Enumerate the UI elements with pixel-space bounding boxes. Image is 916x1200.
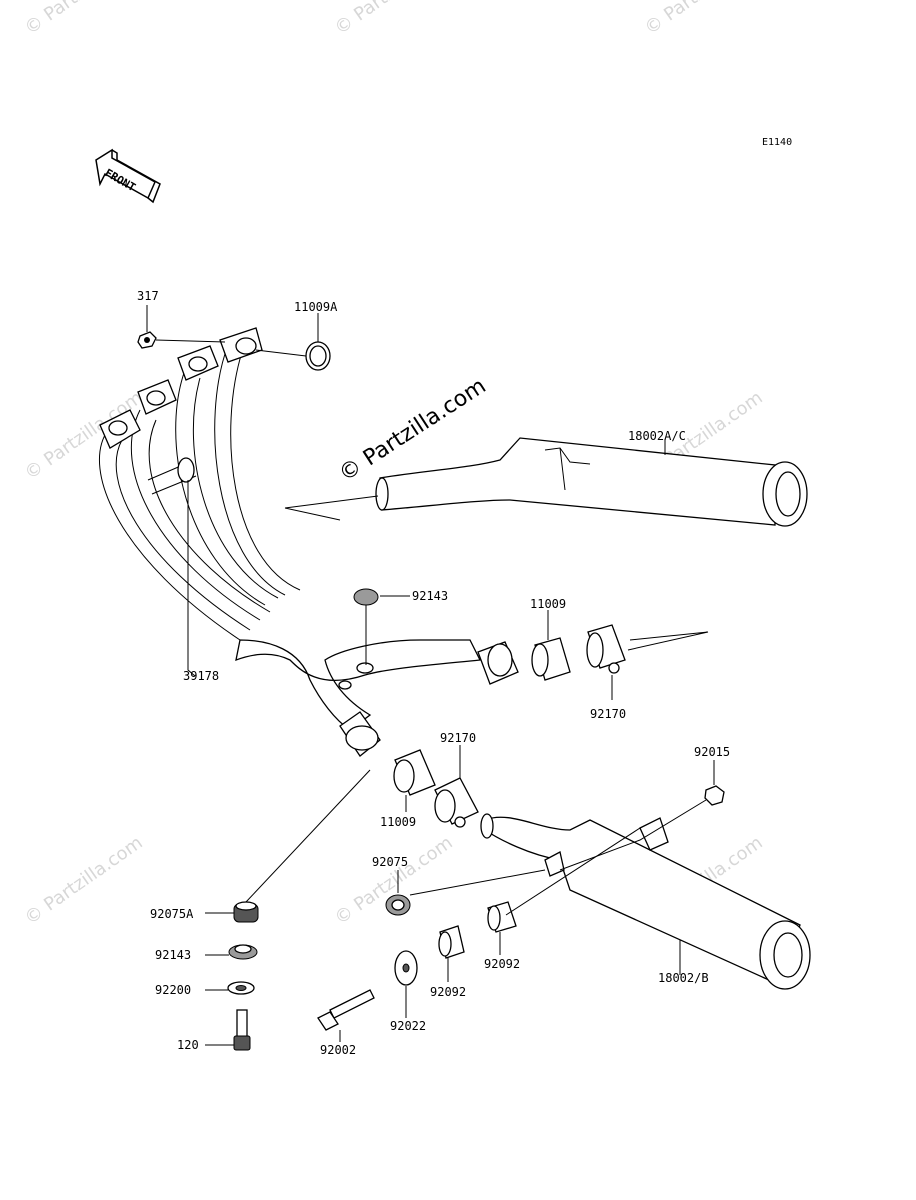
part-label-92002[interactable]: 92002 — [320, 1043, 356, 1057]
watermark: © Partzilla.com — [21, 0, 147, 39]
part-label-92170-right[interactable]: 92170 — [590, 707, 626, 721]
watermark: © Partzilla.com — [21, 832, 147, 929]
clamp-92170-mid-icon[interactable] — [434, 777, 479, 828]
collar-92143-icon[interactable] — [228, 944, 258, 960]
damper-92092-left-icon[interactable] — [438, 925, 465, 959]
part-label-92092-left[interactable]: 92092 — [430, 985, 466, 999]
part-label-92075[interactable]: 92075 — [372, 855, 408, 869]
cap-92143-icon[interactable] — [353, 588, 379, 606]
watermark: © Partzilla.com — [331, 0, 457, 39]
part-label-92170-mid[interactable]: 92170 — [440, 731, 476, 745]
muffler-upper[interactable] — [284, 437, 808, 527]
gasket-11009-mid-icon[interactable] — [393, 749, 436, 796]
watermark: © Partzilla.com — [641, 0, 767, 39]
part-label-92143-bottom[interactable]: 92143 — [155, 948, 191, 962]
clamp-92170-right-icon[interactable] — [586, 624, 626, 674]
part-label-92022[interactable]: 92022 — [390, 1019, 426, 1033]
front-arrow-icon: FRONT — [95, 148, 161, 204]
part-label-39178[interactable]: 39178 — [183, 669, 219, 683]
header-pipe-assembly[interactable] — [99, 327, 519, 757]
part-label-11009-mid[interactable]: 11009 — [380, 815, 416, 829]
damper-92092-right-icon[interactable] — [487, 901, 517, 933]
washer-92022-icon[interactable] — [394, 950, 418, 986]
leader-lines — [146, 305, 715, 1046]
part-label-92092-right[interactable]: 92092 — [484, 957, 520, 971]
washer-92200-icon[interactable] — [227, 981, 255, 995]
gasket-11009-right-icon[interactable] — [531, 637, 571, 681]
part-label-18002B[interactable]: 18002/B — [658, 971, 709, 985]
part-label-92200[interactable]: 92200 — [155, 983, 191, 997]
part-label-317[interactable]: 317 — [137, 289, 159, 303]
bolt-120-icon[interactable] — [233, 1009, 251, 1051]
nut-317-icon[interactable] — [137, 331, 157, 349]
nut-92015-icon[interactable] — [704, 785, 725, 806]
part-labels: 317 11009A 18002A/C 92143 11009 39178 92… — [137, 289, 730, 1057]
grommet-92075-icon[interactable] — [385, 894, 411, 916]
part-label-18002AC[interactable]: 18002A/C — [628, 429, 686, 443]
part-label-92075A[interactable]: 92075A — [150, 907, 194, 921]
part-label-92015[interactable]: 92015 — [694, 745, 730, 759]
part-label-11009A[interactable]: 11009A — [294, 300, 338, 314]
diagram-code: E1140 — [762, 137, 792, 148]
part-label-120[interactable]: 120 — [177, 1038, 199, 1052]
bolt-92002-icon[interactable] — [317, 989, 375, 1031]
grommet-92075A-icon[interactable] — [233, 901, 259, 923]
muffler-lower[interactable] — [480, 813, 811, 990]
gasket-11009A-inner-icon — [309, 345, 327, 367]
part-label-92143-top[interactable]: 92143 — [412, 589, 448, 603]
part-label-11009-right[interactable]: 11009 — [530, 597, 566, 611]
